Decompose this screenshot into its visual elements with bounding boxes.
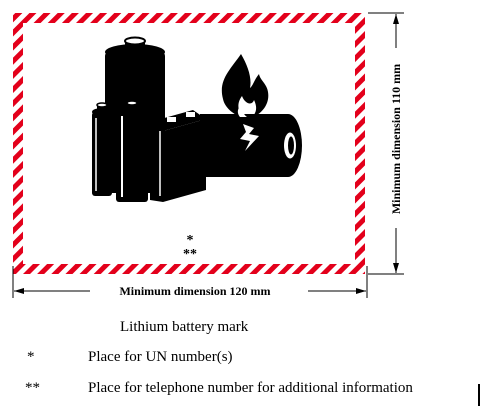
figure-caption: Lithium battery mark: [120, 319, 249, 335]
legend-symbol: **: [25, 380, 40, 396]
height-label: Minimum dimension 110 mm: [389, 64, 403, 214]
width-dimension: [12, 266, 368, 298]
legend-text: Place for UN number(s): [88, 349, 233, 365]
width-label: Minimum dimension 120 mm: [119, 284, 270, 298]
battery-symbol: [92, 36, 302, 202]
medium-battery-icon: [116, 100, 148, 202]
prismatic-battery-icon: [150, 110, 206, 202]
text-cursor: [478, 384, 480, 406]
telephone-placeholder: **: [183, 247, 197, 262]
horizontal-battery-icon: [200, 114, 302, 177]
legend-symbol: *: [27, 349, 35, 365]
un-number-placeholder: *: [187, 233, 194, 248]
flame-icon: [221, 54, 269, 118]
height-dimension: [368, 12, 404, 275]
small-battery-icon: [92, 102, 112, 196]
lithium-battery-mark-figure: * ** Minimum dimension 120 mm Minimum di…: [12, 12, 404, 298]
legend-text: Place for telephone number for additiona…: [88, 380, 413, 396]
